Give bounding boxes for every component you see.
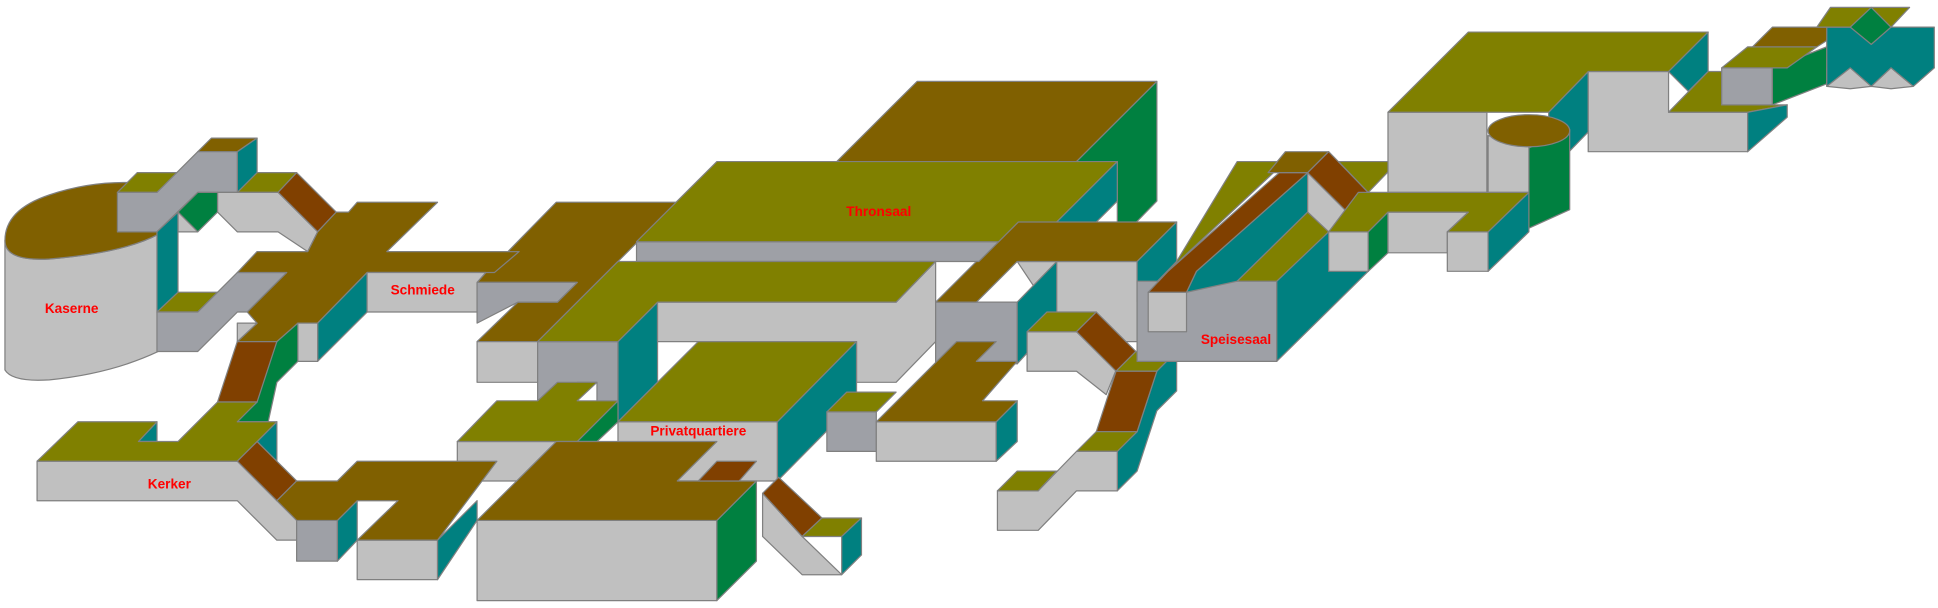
central-hall bbox=[537, 260, 937, 423]
east-stairs bbox=[996, 311, 1178, 531]
northeast-complex bbox=[1328, 6, 1935, 272]
room-label-kerker: Kerker bbox=[148, 476, 192, 491]
thronsaal-room[interactable] bbox=[635, 160, 1118, 263]
speisesaal-room[interactable] bbox=[1136, 151, 1399, 362]
room-label-speisesaal: Speisesaal bbox=[1201, 332, 1271, 347]
middle-connectors bbox=[761, 340, 1018, 576]
upper-left-corridors bbox=[116, 137, 337, 353]
room-label-kaserne: Kaserne bbox=[45, 301, 99, 316]
schmiede-room[interactable] bbox=[216, 201, 678, 423]
room-label-schmiede: Schmiede bbox=[391, 283, 456, 298]
room-label-thronsaal: Thronsaal bbox=[846, 204, 911, 219]
room-label-privatquartiere: Privatquartiere bbox=[650, 423, 746, 438]
kerker-room[interactable] bbox=[36, 401, 498, 581]
privatquartiere-room[interactable] bbox=[456, 340, 858, 602]
